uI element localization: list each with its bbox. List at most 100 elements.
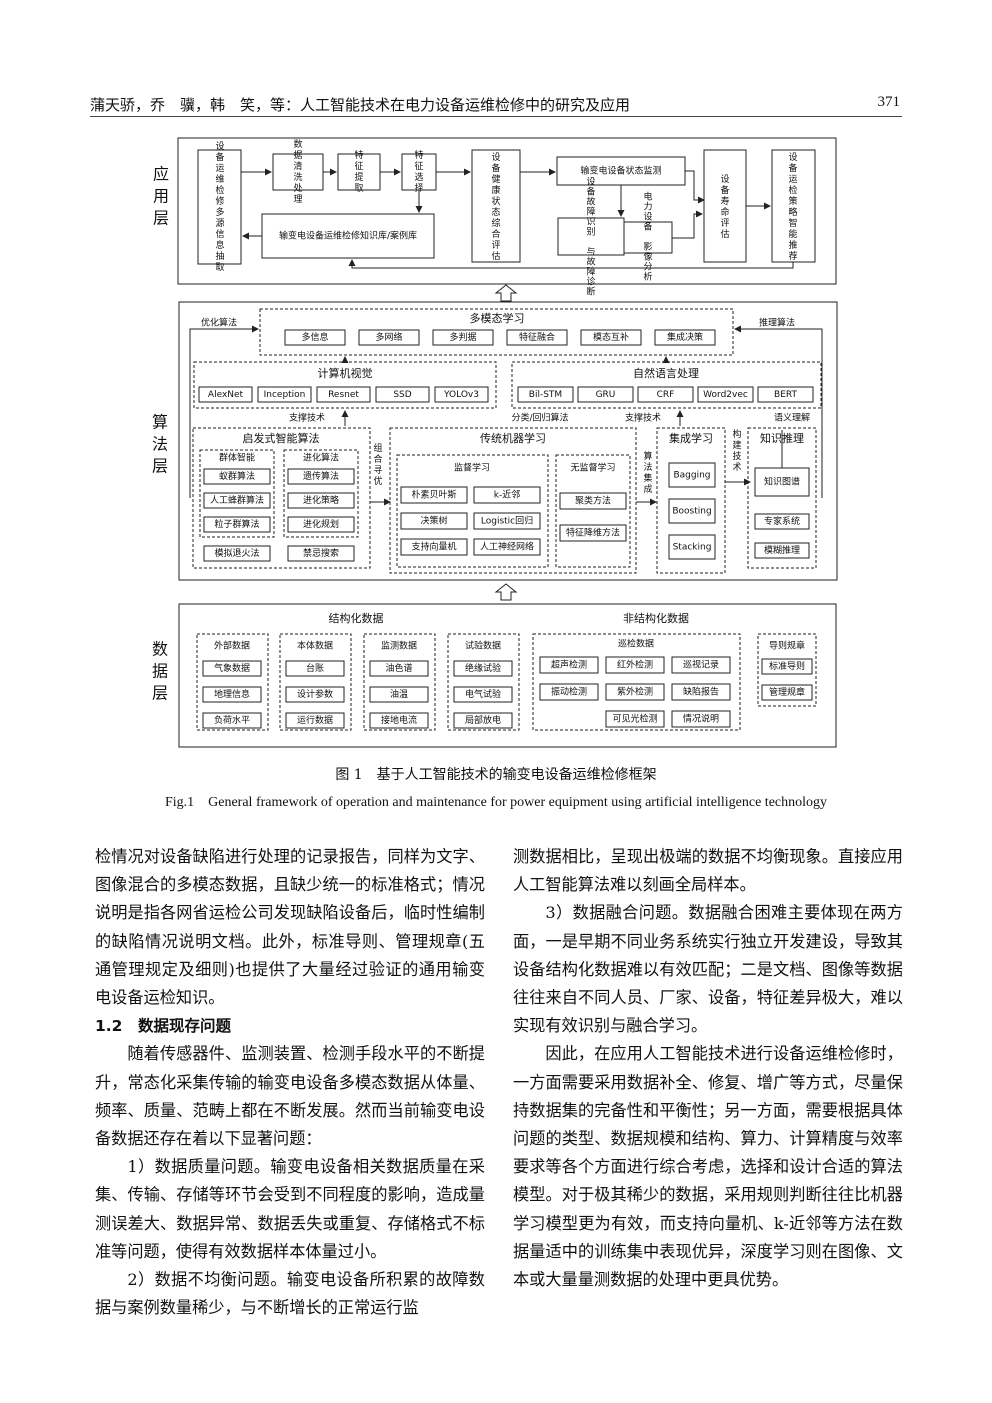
nlp-item	[757, 386, 814, 403]
sup-item	[400, 512, 468, 530]
inspect-item	[539, 656, 599, 674]
strategy-label: 设	[788, 152, 797, 163]
swarm-item	[203, 516, 271, 533]
arrow	[348, 259, 794, 269]
kb-box-label: 输变电设备运维检修知识库/案例库	[279, 230, 417, 242]
kn-item	[754, 542, 810, 559]
data-group-item-label: 气象数据	[214, 662, 250, 674]
fault-label: 诊	[586, 276, 595, 288]
inspect-item-label: 红外检测	[617, 659, 653, 671]
inspect-item	[539, 683, 599, 701]
evolve-frame	[283, 449, 359, 538]
arrow	[672, 210, 703, 239]
ens-item	[668, 462, 716, 488]
knowledge-frame	[747, 427, 817, 569]
data-group-item	[369, 660, 429, 677]
source-label: 运	[215, 163, 224, 174]
paragraph: 随着传感器件、监测装置、检测手段水平的不断提升，常态化采集传输的输变电设备多模态…	[95, 1044, 485, 1149]
clean-label: 数	[293, 138, 302, 150]
ensemble-frame	[656, 427, 726, 574]
data-group-item-label: 运行数据	[297, 714, 333, 726]
source-label: 修	[215, 195, 224, 207]
source-box	[197, 149, 242, 265]
page-number: 371	[877, 94, 901, 110]
data-group-item-label: 油色谱	[385, 662, 412, 674]
unsup-item-label: 聚类方法	[575, 495, 611, 507]
evolve-item	[287, 516, 355, 533]
algo-integ: 法	[643, 461, 652, 473]
source-label: 息	[215, 239, 224, 251]
health-label: 态	[491, 206, 500, 218]
nlp-frame	[511, 361, 822, 409]
grid-label: 析	[643, 271, 652, 283]
data-group-item-label: 地理信息	[214, 688, 250, 700]
health-label: 合	[491, 228, 500, 240]
swarm-item	[203, 492, 271, 509]
feat-select-label: 特	[414, 149, 423, 161]
supervised-title: 监督学习	[454, 462, 490, 474]
grid-label: 设	[643, 212, 652, 223]
feat-select-label: 征	[414, 161, 423, 172]
data-group-frame	[447, 633, 520, 731]
guide-item	[761, 658, 813, 675]
nlp-item-label: BERT	[774, 390, 797, 400]
fault-label: 备	[586, 186, 595, 198]
strategy-label: 能	[788, 228, 797, 240]
cv-item-label: AlexNet	[208, 390, 244, 400]
strategy-label: 运	[788, 174, 797, 185]
health-label: 状	[491, 195, 500, 207]
swarm-title: 群体智能	[219, 452, 255, 464]
data-group-item-label: 设计参数	[297, 688, 333, 700]
inspect-item-label: 巡视记录	[683, 659, 719, 671]
algo-integ: 成	[643, 483, 652, 495]
nlp-item-label: GRU	[596, 390, 616, 400]
life-label: 寿	[720, 195, 729, 207]
data-group-item	[285, 660, 345, 677]
grid-label: 像	[643, 251, 652, 263]
header-authors-title: 蒲天骄，乔 骥，韩 笑，等：人工智能技术在电力设备运维检修中的研究及应用	[90, 96, 631, 114]
evolve-item	[287, 492, 355, 509]
evolve-item	[287, 468, 355, 485]
kn-item-label: 知识图谱	[764, 476, 800, 488]
construct: 技	[732, 450, 741, 462]
nlp-item	[517, 386, 574, 403]
data-layer-frame	[178, 603, 837, 748]
data-group-item	[202, 660, 262, 677]
fault-label: 故	[586, 256, 595, 268]
data-group-item	[369, 712, 429, 729]
app-layer-title: 应	[153, 165, 169, 184]
data-group-title: 外部数据	[214, 640, 250, 652]
support-tech: 支撑技术	[625, 412, 661, 424]
unsup-item	[559, 492, 627, 510]
data-group-item	[285, 686, 345, 703]
swarm-item-label: 粒子群算法	[214, 518, 259, 530]
construct: 术	[732, 461, 741, 473]
inspect-item-label: 可见光检测	[612, 713, 657, 725]
clean-label: 处	[293, 182, 302, 194]
algo-layer-frame	[178, 301, 838, 581]
source-label: 维	[215, 173, 224, 185]
inspect-item	[671, 710, 731, 728]
life-label: 估	[720, 228, 729, 240]
inspect-item-label: 振动检测	[551, 686, 587, 698]
data-group-title: 试验数据	[465, 640, 501, 652]
data-group-item-label: 接地电流	[381, 714, 417, 726]
source-label: 取	[215, 262, 224, 273]
nlp-item-label: CRF	[657, 390, 675, 400]
inspect-item	[671, 683, 731, 701]
data-group-frame	[196, 633, 269, 731]
data-layer-title: 数	[152, 640, 168, 659]
clean-label: 洗	[293, 171, 302, 183]
multimodal-item-label: 多网络	[375, 331, 402, 343]
traditional-title: 传统机器学习	[480, 431, 546, 445]
data-group-title: 本体数据	[297, 640, 333, 652]
fault-label: 故	[586, 196, 595, 208]
sup-item	[473, 512, 541, 530]
sup-item-label: Logistic回归	[481, 515, 533, 527]
life-label: 评	[720, 218, 729, 229]
sup-item-label: k-近邻	[494, 489, 520, 501]
multimodal-item-label: 特征融合	[519, 331, 555, 343]
unsupervised-title: 无监督学习	[570, 462, 615, 474]
health-label: 健	[491, 173, 500, 185]
fault-label: 别	[586, 227, 595, 238]
